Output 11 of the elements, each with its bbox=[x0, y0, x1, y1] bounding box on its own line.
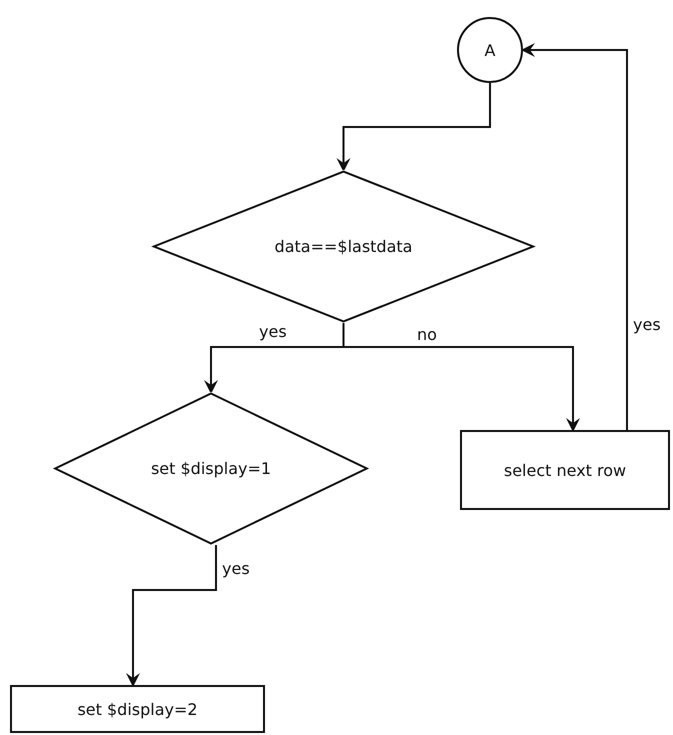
arrow bbox=[342, 323, 580, 432]
arrow bbox=[126, 543, 217, 687]
node-text: set $display=2 bbox=[77, 700, 198, 718]
arrow bbox=[336, 83, 491, 172]
node-text: select next row bbox=[504, 460, 626, 480]
arrow bbox=[521, 43, 628, 430]
node-text: set $display=1 bbox=[150, 459, 272, 478]
process-box bbox=[460, 430, 670, 510]
node-text: data==$lastdata bbox=[274, 237, 412, 256]
node-text: A bbox=[484, 40, 496, 60]
process-box bbox=[10, 685, 265, 733]
